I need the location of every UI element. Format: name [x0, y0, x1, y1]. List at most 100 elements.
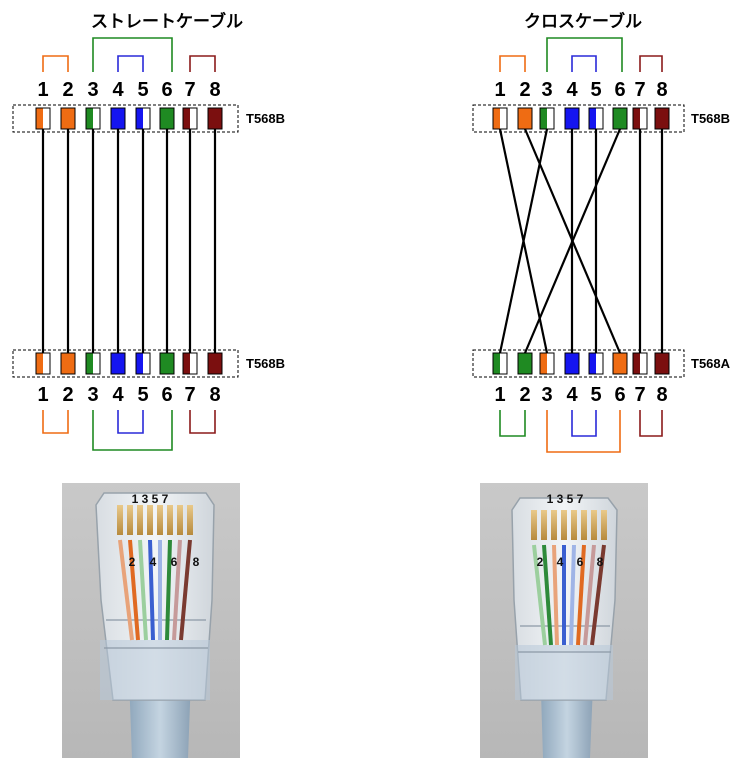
conductor-blue — [564, 107, 580, 130]
conductor-outline — [110, 352, 126, 375]
conductor-white-blue — [588, 352, 604, 375]
conductor-stripe — [190, 108, 197, 129]
conductor-white-green — [85, 352, 101, 375]
pin-label: 3 — [541, 79, 552, 101]
conductor — [118, 539, 134, 641]
contact — [541, 510, 547, 540]
cross-top-standard: T568B — [691, 111, 730, 126]
pin-label: 7 — [634, 79, 645, 101]
bracket-orange-top — [42, 55, 69, 72]
bracket-green-bottom — [92, 410, 173, 451]
conductor-color — [633, 108, 640, 129]
conductor-outline — [517, 352, 533, 375]
pin-label: 8 — [209, 79, 220, 101]
conductor — [576, 544, 586, 646]
conductor-color — [183, 108, 190, 129]
pin-label: 4 — [112, 384, 124, 406]
straight-bottom-brackets — [42, 410, 216, 451]
conductor-orange — [60, 107, 76, 130]
bracket-blue-top — [117, 55, 144, 72]
cross-bottom-brackets — [499, 410, 663, 453]
conductor-stripe — [547, 353, 554, 374]
conductor-stripe — [640, 353, 647, 374]
conductor-color — [183, 353, 190, 374]
conductor-stripe — [190, 353, 197, 374]
conductor-stripe — [93, 108, 100, 129]
conductor — [542, 544, 553, 646]
pin-label: 7 — [184, 384, 195, 406]
cross-bottom-pin-labels: 1 2 3 4 5 6 7 8 — [494, 384, 667, 406]
pin-label: 8 — [656, 79, 667, 101]
pin-label: 6 — [614, 79, 625, 101]
pin-label: 3 — [541, 384, 552, 406]
contact — [147, 505, 153, 535]
conductor-white-blue — [588, 107, 604, 130]
contact — [117, 505, 123, 535]
conductor-color — [613, 108, 627, 129]
pin-label: 1 — [494, 79, 505, 101]
wire-6-to-2 — [523, 128, 622, 354]
straight-top-brackets — [42, 37, 216, 72]
cross-bottom-connector-box — [472, 349, 685, 378]
conductor-color — [655, 108, 669, 129]
conductor — [569, 544, 576, 646]
conductor-white-green — [85, 107, 101, 130]
contact — [531, 510, 537, 540]
conductor-outline — [85, 352, 101, 375]
contact — [127, 505, 133, 535]
conductor-green — [612, 107, 628, 130]
gold-contacts — [117, 505, 193, 535]
plug-pin-label: 6 — [577, 555, 584, 569]
conductor-color — [36, 353, 43, 374]
pin-label: 2 — [62, 79, 73, 101]
conductor-color — [565, 353, 579, 374]
conductor — [532, 544, 547, 646]
pin-label: 3 — [87, 79, 98, 101]
conductor — [552, 544, 559, 646]
plug-odd-pin-labels: 1 3 5 7 — [132, 492, 169, 506]
pin-label: 4 — [566, 79, 578, 101]
straight-wires — [41, 129, 217, 353]
conductor-outline — [60, 352, 76, 375]
conductor-color — [61, 353, 75, 374]
conductor-color — [589, 108, 596, 129]
plug-pin-label: 6 — [171, 555, 178, 569]
conductor-outline — [564, 352, 580, 375]
conductor-white-brown — [182, 107, 198, 130]
conductor-color — [540, 353, 547, 374]
contact — [551, 510, 557, 540]
conductor-white-green — [492, 352, 508, 375]
conductor-white-orange — [35, 107, 51, 130]
conductor-outline — [492, 352, 508, 375]
pin-label: 7 — [634, 384, 645, 406]
conductor — [128, 539, 140, 641]
conductor-color — [208, 353, 222, 374]
conductor-color — [160, 353, 174, 374]
conductor-stripe — [500, 353, 507, 374]
pin-label: 5 — [137, 384, 148, 406]
conductor-color — [518, 353, 532, 374]
cross-top-pin-labels: 1 2 3 4 5 6 7 8 — [494, 79, 667, 101]
conductor-stripe — [43, 353, 50, 374]
cross-plug-photo: 1 3 5 7 2 4 6 8 — [480, 483, 648, 758]
cross-cable-diagram: クロスケーブル 1 2 3 4 5 6 7 8 T568B T568A 1 2 … — [472, 11, 731, 453]
conductor-brown — [654, 107, 670, 130]
bracket-orange-bottom — [42, 410, 69, 434]
conductor-color — [86, 108, 93, 129]
conductor-color — [36, 108, 43, 129]
conductor-orange — [60, 352, 76, 375]
conductor-color — [86, 353, 93, 374]
pin-label: 2 — [62, 384, 73, 406]
plug-odd-pin-labels: 1 3 5 7 — [547, 492, 584, 506]
conductor-blue — [110, 352, 126, 375]
conductor — [590, 544, 606, 646]
conductor-outline — [612, 352, 628, 375]
conductor-stripe — [93, 353, 100, 374]
conductor-blue — [110, 107, 126, 130]
straight-bottom-pin-labels: 1 2 3 4 5 6 7 8 — [37, 384, 220, 406]
conductor-color — [655, 353, 669, 374]
conductor-outline — [632, 352, 648, 375]
conductor-stripe — [547, 108, 554, 129]
conductor — [583, 544, 596, 646]
straight-cable-title: ストレートケーブル — [91, 11, 243, 32]
